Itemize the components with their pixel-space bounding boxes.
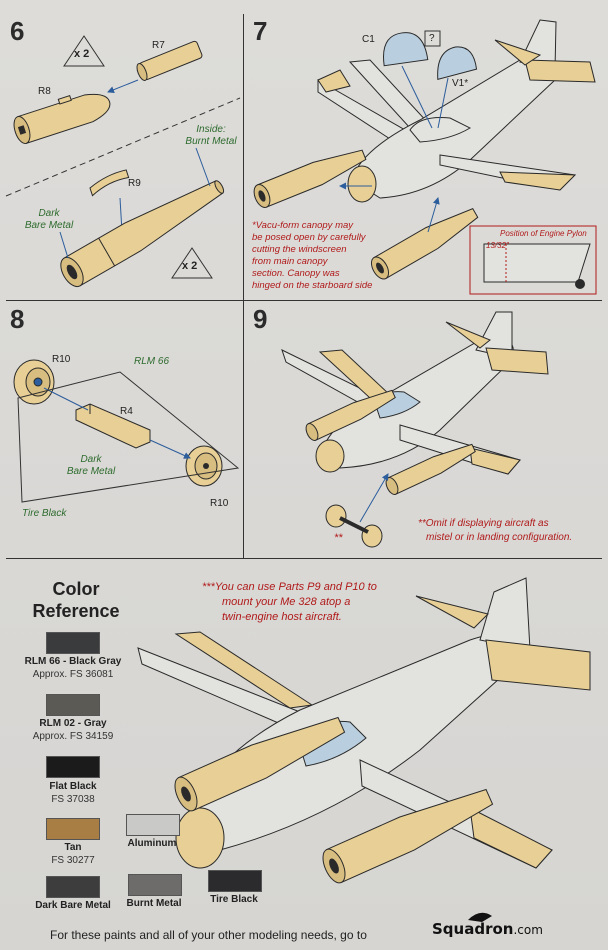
color-fs-flat-black: FS 37038 <box>51 794 95 805</box>
final-aircraft <box>137 577 591 884</box>
step9-landing-gear <box>325 504 383 548</box>
part-label-r8: R8 <box>38 86 51 97</box>
dark-label: Dark <box>38 208 60 219</box>
color-title-line-2: Reference <box>32 601 120 621</box>
wheel-r10-bottom <box>185 445 223 487</box>
assembled-engine-6 <box>60 180 225 288</box>
step7-aircraft <box>317 19 596 203</box>
question-mark: ? <box>429 33 435 44</box>
step6-dashed-separator <box>5 97 241 197</box>
dark-bare-metal-label-6: Dark Bare Metal <box>14 208 84 232</box>
canopy-note: *Vacu-form canopy may be posed open by c… <box>252 220 402 292</box>
canopy-note-line: section. Canopy was <box>252 268 340 279</box>
host-note-line: twin-engine host aircraft. <box>222 611 342 623</box>
divider-horizontal-1 <box>6 300 602 301</box>
qty-triangle-bottom <box>171 247 213 279</box>
color-fs-tan: FS 30277 <box>51 855 95 866</box>
color-reference-title: Color Reference <box>20 578 132 622</box>
step-number-8: 8 <box>10 304 25 334</box>
step7-engine-left <box>253 149 367 208</box>
host-note-line: mount your Me 328 atop a <box>222 596 351 608</box>
part-label-r7: R7 <box>152 40 165 51</box>
color-name-tan: Tan <box>64 842 82 853</box>
color-fs-rlm66: Approx. FS 36081 <box>32 669 114 680</box>
step7-engine-right <box>370 208 479 280</box>
dark-bare-metal-label-8: Dark Bare Metal <box>56 454 126 478</box>
canopy-note-line: cutting the windscreen <box>252 244 347 255</box>
question-box <box>424 30 441 47</box>
step7-canopy-c1 <box>383 32 429 67</box>
swatch-rlm66 <box>46 632 100 654</box>
color-name-aluminum: Aluminum <box>127 838 177 849</box>
step-number-7: 7 <box>253 16 268 46</box>
inside-burnt-metal-label: Inside: Burnt Metal <box>176 124 246 148</box>
swatch-tan <box>46 818 100 840</box>
bare-metal-label: Bare Metal <box>66 466 116 477</box>
swatch-tire-black <box>208 870 262 892</box>
bare-metal-label: Bare Metal <box>24 220 74 231</box>
inside-label: Inside: <box>196 124 226 135</box>
squadron-logo-icon <box>468 912 492 922</box>
color-title-line-1: Color <box>52 579 100 599</box>
part-label-r9: R9 <box>128 178 141 189</box>
color-name-flat-black: Flat Black <box>49 781 97 792</box>
color-name-burnt-metal: Burnt Metal <box>126 898 182 909</box>
wheel-r10-top <box>13 359 55 405</box>
part-r7 <box>136 40 203 81</box>
swatch-dark-bare-metal <box>46 876 100 898</box>
color-name-rlm02: RLM 02 - Gray <box>39 718 107 729</box>
squadron-logo[interactable]: Squadron.com <box>432 920 543 938</box>
step-number-6: 6 <box>10 16 25 46</box>
host-note-line: ***You can use Parts P9 and P10 to <box>202 581 377 593</box>
host-aircraft-note: ***You can use Parts P9 and P10 to mount… <box>202 580 422 625</box>
swatch-aluminum <box>126 814 180 836</box>
pylon-inset-box <box>469 225 597 295</box>
canopy-note-line: hinged on the starboard side <box>252 280 373 291</box>
footer-text: For these paints and all of your other m… <box>50 928 367 942</box>
step7-canopy-v1 <box>437 46 478 81</box>
qty-triangle-top <box>63 35 105 67</box>
step9-aircraft <box>281 311 549 495</box>
color-name-rlm66: RLM 66 - Black Gray <box>24 656 122 667</box>
canopy-note-line: be posed open by carefully <box>252 232 366 243</box>
swatch-burnt-metal <box>128 874 182 896</box>
logo-main: Squadron <box>432 920 514 938</box>
divider-vertical-top <box>243 14 244 558</box>
part-label-v1: V1* <box>452 78 469 89</box>
omit-note-line-1: **Omit if displaying aircraft as <box>418 518 549 529</box>
color-name-dark-bare-metal: Dark Bare Metal <box>35 900 111 911</box>
tire-black-label: Tire Black <box>22 508 67 519</box>
qty-label-top: x 2 <box>74 48 90 60</box>
part-label-c1: C1 <box>362 34 375 45</box>
swatch-rlm02 <box>46 694 100 716</box>
pylon-measure: 13/32" <box>486 241 509 250</box>
canopy-note-line: from main canopy <box>252 256 328 267</box>
color-name-tire-black: Tire Black <box>210 894 258 905</box>
dark-label: Dark <box>80 454 102 465</box>
gear-marker: ** <box>334 532 343 544</box>
logo-suffix: .com <box>513 923 543 937</box>
rlm66-label: RLM 66 <box>134 356 170 367</box>
axle-r4 <box>75 403 151 449</box>
omit-note-line-2: mistel or in landing configuration. <box>426 532 573 543</box>
step-number-9: 9 <box>253 304 268 334</box>
swatch-flat-black <box>46 756 100 778</box>
canopy-note-line: *Vacu-form canopy may <box>252 220 354 231</box>
part-label-r4: R4 <box>120 406 133 417</box>
divider-horizontal-2 <box>6 558 602 559</box>
part-r9 <box>89 169 130 197</box>
color-fs-rlm02: Approx. FS 34159 <box>32 731 114 742</box>
step8-outline <box>17 371 240 503</box>
part-r8 <box>13 93 111 144</box>
part-label-r10-top: R10 <box>52 354 71 365</box>
qty-label-bottom: x 2 <box>182 260 198 272</box>
pylon-title: Position of Engine Pylon <box>500 229 587 238</box>
burnt-metal-label: Burnt Metal <box>185 136 237 147</box>
part-label-r10-bottom: R10 <box>210 498 229 509</box>
